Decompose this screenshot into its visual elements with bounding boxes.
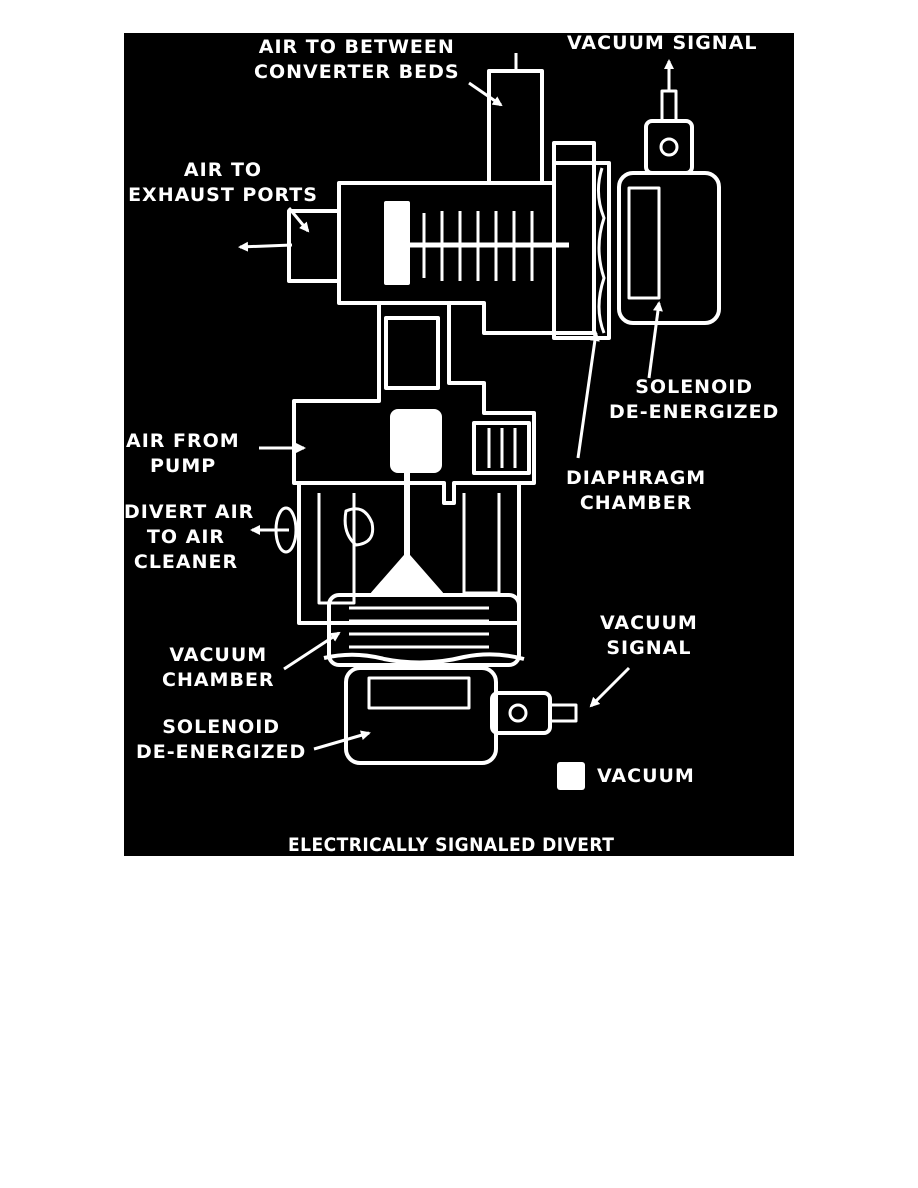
label-vacuum-signal-right: VACUUM SIGNAL [600, 612, 698, 659]
upper-valve-disc [384, 201, 410, 285]
arrow-diaphragm-chamber [576, 331, 600, 459]
figure-caption: ELECTRICALLY SIGNALED DIVERT [288, 834, 615, 856]
lower-solenoid [344, 666, 498, 765]
vacuum-chamber-housing [327, 593, 521, 667]
label-diaphragm-chamber: DIAPHRAGM CHAMBER [566, 467, 707, 514]
lower-valve-body [297, 483, 521, 625]
upper-vacuum-fitting [644, 119, 694, 175]
arrow-exhaust-port [287, 207, 310, 233]
label-vacuum-chamber: VACUUM CHAMBER [162, 644, 275, 691]
central-valve-body [292, 301, 536, 505]
divert-valve-diagram: AIR TO BETWEEN CONVERTER BEDS VACUUM SIG… [124, 33, 794, 856]
lower-vacuum-fitting [490, 691, 552, 735]
upper-outlet-port [487, 69, 544, 185]
exhaust-outlet-port [287, 209, 341, 283]
legend-vacuum-label: VACUUM [597, 765, 695, 787]
arrow-vacuum-chamber [283, 631, 341, 671]
label-air-between-beds: AIR TO BETWEEN CONVERTER BEDS [254, 36, 460, 83]
label-air-exhaust-ports: AIR TO EXHAUST PORTS [128, 159, 318, 206]
label-solenoid-lower: SOLENOID DE-ENERGIZED [136, 716, 307, 763]
upper-solenoid [617, 171, 721, 325]
check-valve [472, 421, 531, 475]
label-divert-air: DIVERT AIR TO AIR CLEANER [124, 501, 255, 573]
upper-diaphragm [552, 161, 611, 340]
valve-cutaway-drawing [238, 53, 721, 765]
arrow-air-between-beds [468, 81, 503, 107]
center-spool [384, 316, 440, 390]
arrow-solenoid-upper [647, 301, 663, 379]
label-solenoid-upper: SOLENOID DE-ENERGIZED [609, 376, 780, 423]
arrow-solenoid-lower [313, 730, 371, 751]
legend-vacuum-swatch [557, 762, 585, 790]
arrow-vacuum-signal-right [589, 666, 631, 708]
label-air-from-pump: AIR FROM PUMP [126, 430, 240, 477]
lower-spring [349, 606, 489, 649]
arrow-air-exhaust [238, 241, 293, 252]
label-vacuum-signal-top: VACUUM SIGNAL [567, 33, 758, 54]
